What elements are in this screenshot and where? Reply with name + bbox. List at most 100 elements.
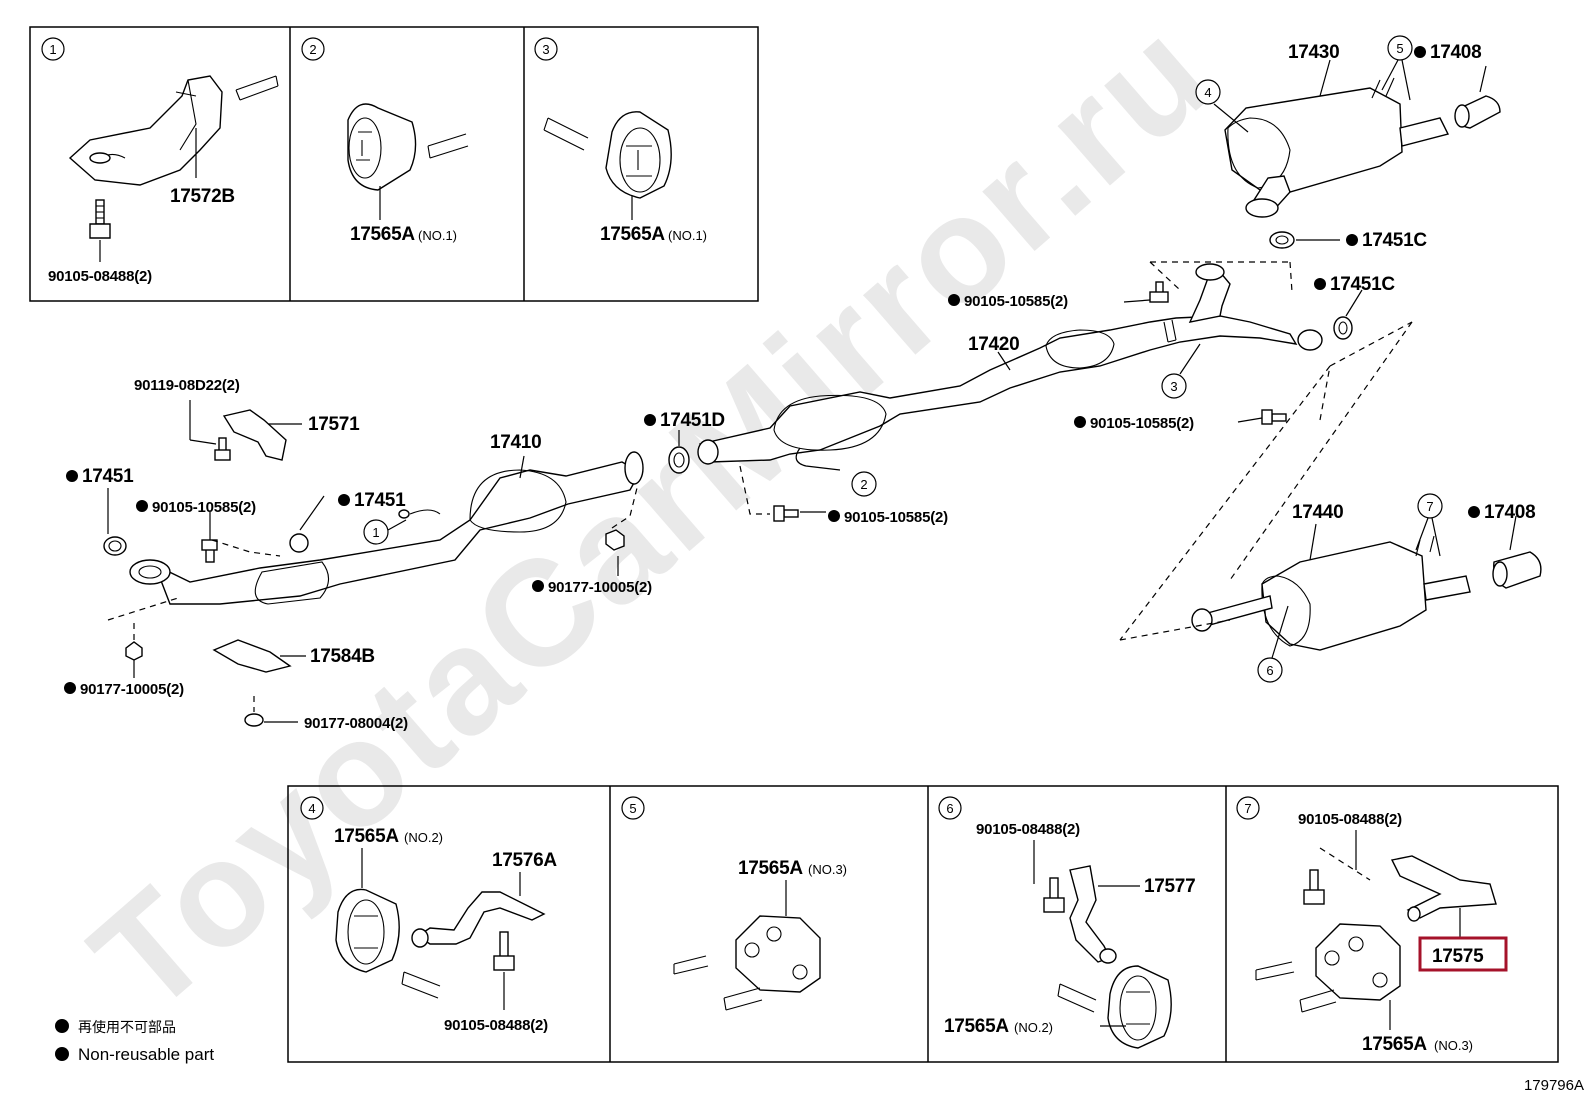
rubber-hanger-no3-shape [735,915,821,993]
panel-7: 7 90105-08488(2) 17575 17565A (NO.3) [1236,796,1508,1055]
flange-rear-right [1297,329,1323,351]
note-no1-a: (NO.1) [418,228,457,243]
panel-6-number: 6 [946,801,953,816]
hanger-rod-stub [543,117,589,151]
label-17565a-no2-a: 17565A [334,826,399,847]
hanger-rod-stub [1057,983,1097,1013]
panel-4-number: 4 [308,801,315,816]
label-17410: 17410 [490,432,541,453]
hanger-17575-shape [1390,855,1497,919]
panel-1: 1 17572B 90105-08488(2) [41,37,279,285]
hanger-rod-stub [401,971,441,999]
hanger-17577-shape [1069,865,1111,963]
panel-7-number: 7 [1244,801,1251,816]
callout-6: 6 [1266,663,1273,678]
hanger-rod-stub [1255,961,1295,981]
rubber-hanger-17565a-shape-b [605,111,672,199]
rubber-hanger-no3-shape-b [1315,923,1401,1001]
label-17451d: 17451D [660,410,725,431]
rubber-hanger-shape [335,888,400,973]
gasket-17451a [103,536,127,556]
label-17577: 17577 [1144,876,1195,897]
panel-5-number: 5 [629,801,636,816]
hanger-17576a-shape [416,891,546,945]
gasket-17451c-b [1333,316,1353,340]
rear-muffler-17440-shape [1261,541,1427,651]
figure-id: 179796A [1524,1077,1584,1094]
gasket-17451c-a [1269,231,1295,249]
label-17565a-no3-b: 17565A [1362,1034,1427,1055]
panel-3: 3 17565A (NO.1) [534,37,707,245]
label-17565a-no3-a: 17565A [738,858,803,879]
label-17440: 17440 [1292,502,1343,523]
callout-1: 1 [372,525,379,540]
label-bolt-10585-b: 90105-10585(2) [1090,415,1194,432]
label-bolt-10585-d: 90105-10585(2) [844,509,948,526]
label-17571: 17571 [308,414,360,435]
main-assembly: 1 2 3 4 5 6 7 [64,35,1542,732]
callout-4: 4 [1204,85,1211,100]
gasket-17451d [668,446,690,474]
panel-2: 2 17565A (NO.1) [301,37,469,245]
bolt-icon [89,199,111,239]
label-panel4-bolt: 90105-08488(2) [444,1017,548,1034]
main-labels: 17430 17408 17451C 17451C 90105-10585(2)… [80,42,1536,732]
note-no2-b: (NO.2) [1014,1020,1053,1035]
callouts: 1 2 3 4 5 6 7 [363,35,1443,683]
leader-lines [107,59,1517,723]
label-17565a-no2-b: 17565A [944,1016,1009,1037]
label-17584b: 17584B [310,646,375,667]
tailpipe-lower [1423,575,1471,601]
bottom-panel-frame [287,785,1559,1063]
bracket-17572b-shape [68,75,223,186]
center-pipe-17420-shape [698,315,1298,463]
label-90177-10005-b: 90177-10005(2) [80,681,184,698]
label-bolt-10585-c: 90105-10585(2) [152,499,256,516]
flange-branch [1195,263,1225,281]
label-bolt-10585-a: 90105-10585(2) [964,293,1068,310]
note-no2-a: (NO.2) [404,830,443,845]
label-17572b: 17572B [170,186,235,207]
rubber-hanger-17565a-shape [347,103,417,191]
label-17430: 17430 [1288,42,1339,63]
tailpipe-upper [1399,117,1450,147]
label-17576a: 17576A [492,850,557,871]
hanger-rod-stub [673,955,709,975]
rubber-hanger-no2-shape [1107,965,1172,1049]
note-no3-a: (NO.3) [808,862,847,877]
label-17575[interactable]: 17575 [1432,946,1484,967]
hanger-rod-stub [427,133,469,159]
pipe-branch-up [1188,271,1231,323]
legend: 再使用不可部品 Non-reusable part [55,1019,214,1064]
label-17451c-a: 17451C [1362,230,1427,251]
callout-2: 2 [860,477,867,492]
panel-1-number: 1 [49,42,56,57]
label-90177-10005-a: 90177-10005(2) [548,579,652,596]
note-no3-b: (NO.3) [1434,1038,1473,1053]
panel-2-number: 2 [309,42,316,57]
label-17565a-no1-a: 17565A [350,224,415,245]
panel-1-number-circle [41,37,65,61]
bracket-17584b-shape [212,639,292,673]
label-17420: 17420 [968,334,1019,355]
label-17408-lower: 17408 [1484,502,1535,523]
label-17451a: 17451 [82,466,134,487]
flange-center-front [697,439,719,465]
label-17451c-b: 17451C [1330,274,1395,295]
callout-7: 7 [1426,499,1433,514]
panel-4: 4 17565A (NO.2) 17576A 90105-08488(2) [300,796,558,1034]
bracket-17571-shape [222,409,287,461]
non-reusable-markers [64,46,1480,694]
panel-5: 5 17565A (NO.3) [621,796,847,1011]
flange-front [129,559,171,585]
legend-bullet-cn [55,1019,69,1033]
callout-5: 5 [1396,41,1403,56]
bolt-icon [201,281,1287,563]
flange-rear-cat [624,451,644,485]
legend-english: Non-reusable part [78,1045,214,1064]
top-panels: 1 17572B 90105-08488(2) 2 17565A [29,26,759,302]
label-17408-upper: 17408 [1430,42,1481,63]
label-17451b: 17451 [354,490,406,511]
panel-3-number: 3 [542,42,549,57]
